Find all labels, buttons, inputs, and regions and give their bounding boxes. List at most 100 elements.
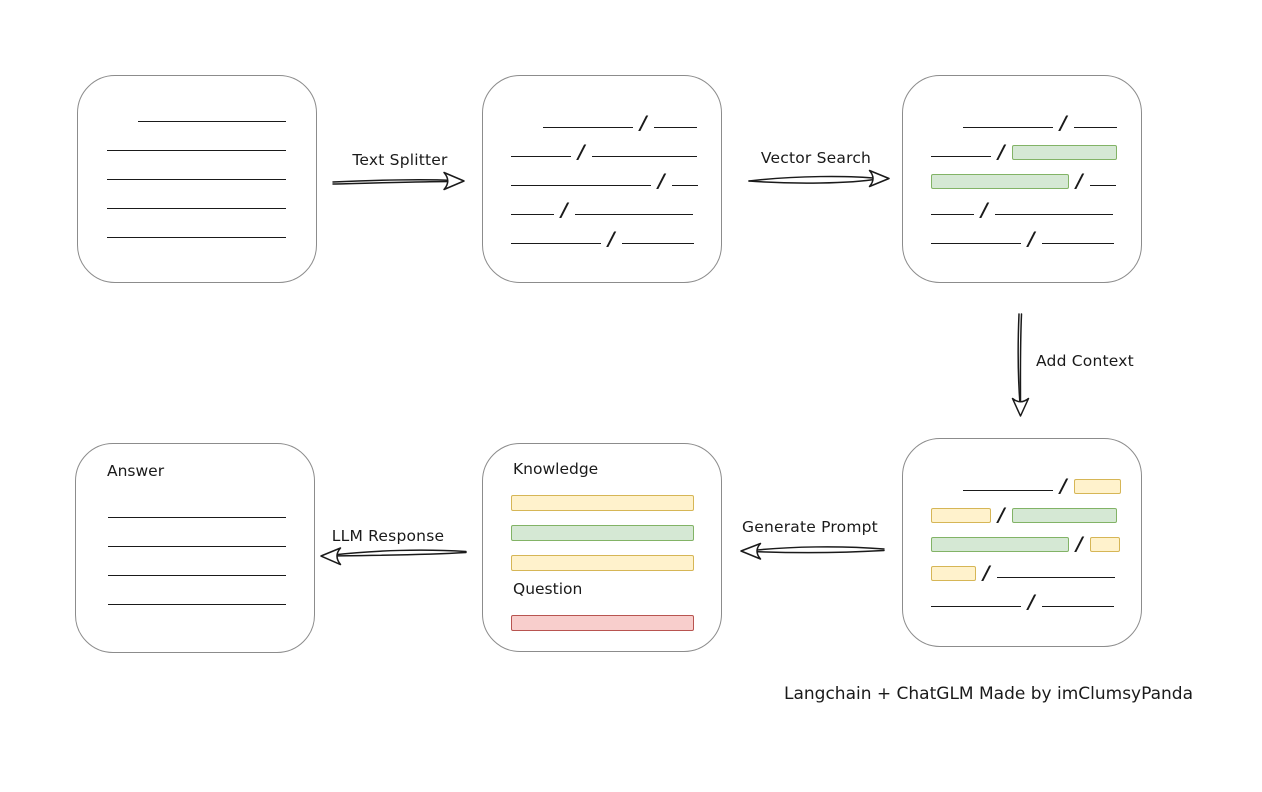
- text-line: [107, 208, 286, 209]
- text-line: [511, 214, 554, 215]
- slash-separator: /: [1028, 591, 1035, 613]
- slash-separator: /: [1028, 228, 1035, 250]
- slash-separator: /: [640, 112, 647, 134]
- answer-lines: [108, 517, 286, 633]
- text-line: [994, 214, 1113, 215]
- chunk-row: /: [511, 186, 698, 221]
- text-splitter-arrow: [332, 171, 465, 191]
- add-context-label: Add Context: [1036, 352, 1134, 370]
- document-box: [77, 75, 317, 283]
- yellow-highlight-chip: [931, 508, 991, 523]
- generate-prompt-arrow: [740, 542, 885, 560]
- slash-separator: /: [1060, 475, 1067, 497]
- vector-search-result-box: / / / / /: [902, 75, 1142, 283]
- slash-separator: /: [608, 228, 615, 250]
- knowledge-label: Knowledge: [513, 460, 599, 478]
- text-line: [591, 156, 697, 157]
- chunk-row: /: [511, 128, 698, 163]
- text-line: [574, 214, 693, 215]
- question-bars: [511, 615, 694, 645]
- green-bar: [511, 525, 694, 541]
- slash-separator: /: [1060, 112, 1067, 134]
- green-highlight-chip: [1011, 508, 1117, 523]
- yellow-highlight-chip: [1089, 537, 1120, 552]
- slash-separator: /: [1076, 533, 1083, 555]
- text-line: [1041, 243, 1114, 244]
- green-highlight-chip: [1011, 145, 1117, 160]
- text-line: [931, 214, 974, 215]
- text-line: [1089, 185, 1116, 186]
- text-splitter-label: Text Splitter: [352, 151, 448, 169]
- slash-separator: /: [998, 141, 1005, 163]
- text-line: [931, 243, 1021, 244]
- text-line: [1073, 127, 1117, 128]
- text-line: [511, 243, 601, 244]
- yellow-highlight-chip: [931, 566, 976, 581]
- text-line: [108, 575, 286, 576]
- green-highlight-chip: [931, 174, 1069, 189]
- slash-separator: /: [983, 562, 990, 584]
- chunk-row: /: [931, 99, 1117, 134]
- context-rows: / / / / /: [931, 462, 1121, 613]
- text-line: [996, 577, 1115, 578]
- slash-separator: /: [998, 504, 1005, 526]
- chunk-row: /: [931, 491, 1121, 526]
- knowledge-bars: [511, 495, 694, 585]
- text-line: [108, 517, 286, 518]
- chunk-row: /: [931, 186, 1117, 221]
- split-chunks-box: / / / / /: [482, 75, 722, 283]
- chunk-row: /: [931, 157, 1117, 192]
- green-highlight-chip: [931, 537, 1069, 552]
- yellow-highlight-chip: [1073, 479, 1121, 494]
- text-line: [1041, 606, 1114, 607]
- text-line: [107, 237, 286, 238]
- llm-response-label: LLM Response: [331, 527, 445, 545]
- document-lines: [107, 121, 286, 266]
- context-chunks-box: / / / / /: [902, 438, 1142, 647]
- chunk-row: /: [511, 99, 698, 134]
- chunk-row: /: [931, 462, 1121, 497]
- slash-separator: /: [1076, 170, 1083, 192]
- split-chunk-rows: / / / / /: [511, 99, 698, 250]
- chunk-row: /: [931, 128, 1117, 163]
- text-line: [963, 127, 1053, 128]
- text-line: [653, 127, 697, 128]
- generate-prompt-label: Generate Prompt: [742, 518, 878, 536]
- slash-separator: /: [561, 199, 568, 221]
- text-line: [931, 156, 991, 157]
- prompt-box: Knowledge Question: [482, 443, 722, 652]
- text-line: [511, 185, 651, 186]
- text-line: [543, 127, 633, 128]
- text-line: [107, 150, 286, 151]
- text-line: [963, 490, 1053, 491]
- text-line: [108, 546, 286, 547]
- add-context-arrow: [1011, 313, 1030, 417]
- chunk-row: /: [511, 215, 698, 250]
- slash-separator: /: [981, 199, 988, 221]
- text-line: [108, 604, 286, 605]
- text-line: [511, 156, 571, 157]
- chunk-row: /: [931, 549, 1121, 584]
- chunk-row: /: [931, 578, 1121, 613]
- answer-box: Answer: [75, 443, 315, 653]
- text-line: [138, 121, 286, 122]
- text-line: [931, 606, 1021, 607]
- chunk-row: /: [931, 215, 1117, 250]
- text-line: [107, 179, 286, 180]
- llm-response-arrow: [320, 547, 467, 566]
- text-line: [671, 185, 698, 186]
- chunk-row: /: [931, 520, 1121, 555]
- yellow-bar: [511, 495, 694, 511]
- question-label: Question: [513, 580, 583, 598]
- vector-search-arrow: [748, 169, 890, 188]
- text-line: [621, 243, 694, 244]
- credit-caption: Langchain + ChatGLM Made by imClumsyPand…: [784, 684, 1193, 704]
- slash-separator: /: [578, 141, 585, 163]
- vector-search-label: Vector Search: [760, 149, 872, 167]
- yellow-bar: [511, 555, 694, 571]
- red-bar: [511, 615, 694, 631]
- slash-separator: /: [658, 170, 665, 192]
- answer-label: Answer: [107, 462, 165, 480]
- search-result-rows: / / / / /: [931, 99, 1117, 250]
